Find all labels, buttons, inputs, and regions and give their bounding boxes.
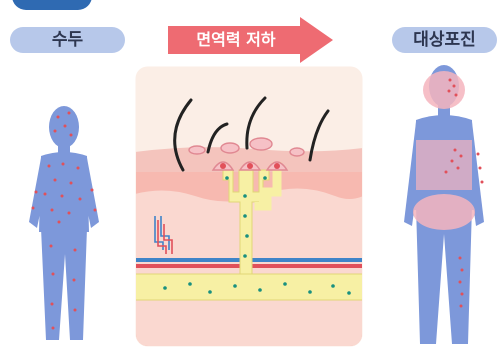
child-with-chickenpox-rash-icon — [25, 104, 103, 344]
chickenpox-label: 수두 — [10, 27, 125, 53]
immunity-decline-label: 면역력 저하 — [172, 28, 300, 52]
adult-with-shingles-rash-icon — [400, 62, 500, 347]
shingles-label: 대상포진 — [392, 27, 497, 53]
corner-tab — [12, 0, 92, 10]
skin-nerve-cross-section-icon — [135, 66, 363, 347]
